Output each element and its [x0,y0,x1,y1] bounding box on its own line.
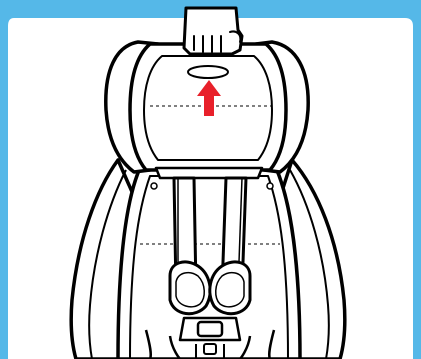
hand-icon [184,8,242,54]
